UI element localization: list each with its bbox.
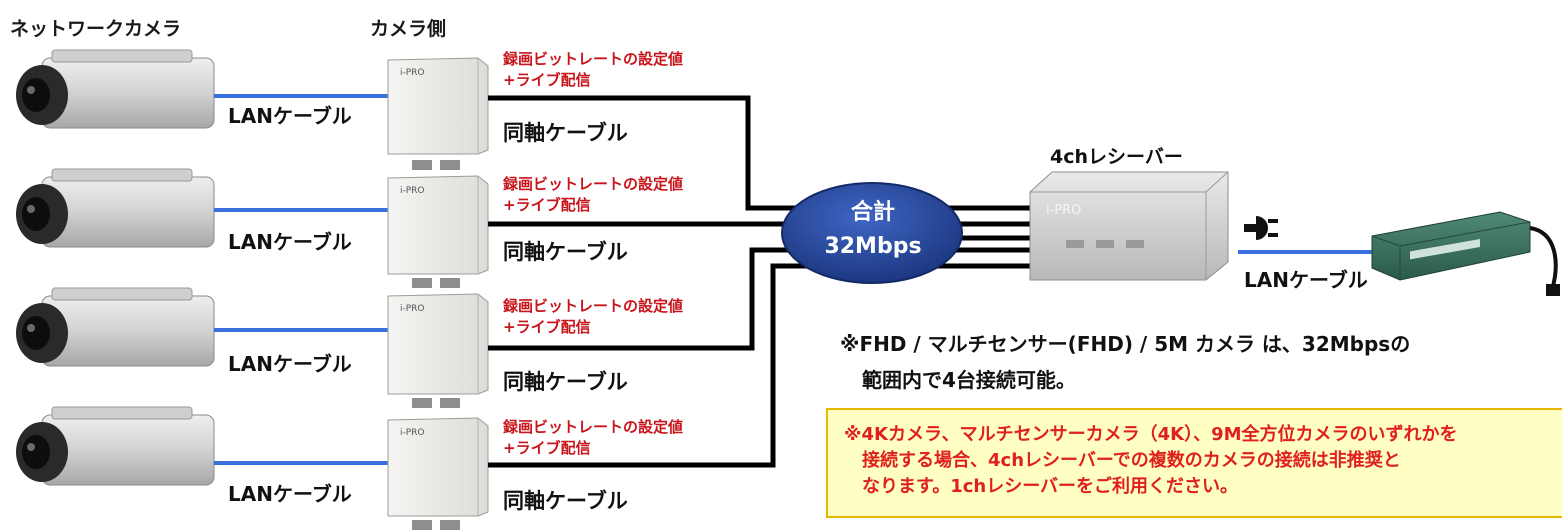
total-bandwidth-label: 合計 32Mbps bbox=[798, 196, 948, 264]
total-bandwidth-ellipse bbox=[781, 182, 963, 284]
svg-text:i-PRO: i-PRO bbox=[400, 304, 425, 314]
coax-label-4: 同軸ケーブル bbox=[503, 489, 628, 513]
total-value: 32Mbps bbox=[824, 234, 922, 259]
svg-text:i-PRO: i-PRO bbox=[400, 68, 425, 78]
network-camera-4 bbox=[16, 406, 215, 486]
rec-bitrate-label-2: 録画ビットレートの設定値+ライブ配信 bbox=[503, 175, 684, 214]
power-plug-icon bbox=[1244, 216, 1278, 240]
coax-label-1: 同軸ケーブル bbox=[503, 121, 628, 145]
rec-bitrate-label-3: 録画ビットレートの設定値+ライブ配信 bbox=[503, 297, 684, 336]
rec-bitrate-label-4: 録画ビットレートの設定値+ライブ配信 bbox=[503, 418, 684, 457]
header-network-camera: ネットワークカメラ bbox=[10, 18, 182, 40]
total-title: 合計 bbox=[850, 200, 895, 225]
network-camera-1 bbox=[16, 49, 215, 129]
rec-bitrate-label-1: 録画ビットレートの設定値+ライブ配信 bbox=[503, 50, 684, 89]
camera-row-4: i-PRO bbox=[16, 263, 1030, 530]
encoder-1: i-PRO bbox=[387, 57, 489, 170]
fhd-note-line1: ※FHD / マルチセンサー(FHD) / 5M カメラ は、32Mbpsの bbox=[840, 332, 1411, 356]
network-camera-2 bbox=[16, 168, 215, 248]
lan-label-1: LANケーブル bbox=[228, 104, 352, 128]
warning-box: ※4Kカメラ、マルチセンサーカメラ（4K）、9M全方位カメラのいずれかを 接続す… bbox=[826, 408, 1562, 518]
camera-row-3: i-PRO bbox=[16, 247, 1030, 408]
svg-text:i-PRO: i-PRO bbox=[400, 186, 425, 196]
encoder-4: i-PRO bbox=[387, 417, 489, 530]
lan-label-2: LANケーブル bbox=[228, 230, 352, 254]
receiver-4ch: i-PRO bbox=[1029, 171, 1229, 281]
warning-text: ※4Kカメラ、マルチセンサーカメラ（4K）、9M全方位カメラのいずれかを 接続す… bbox=[844, 424, 1458, 497]
network-switch bbox=[1371, 211, 1560, 296]
fhd-note-line2: 範囲内で4台接続可能。 bbox=[862, 368, 1076, 392]
coax-label-2: 同軸ケーブル bbox=[503, 240, 628, 264]
network-camera-3 bbox=[16, 287, 215, 367]
encoder-3: i-PRO bbox=[387, 293, 489, 408]
encoder-2: i-PRO bbox=[387, 175, 489, 288]
coax-label-3: 同軸ケーブル bbox=[503, 370, 628, 394]
fhd-note: ※FHD / マルチセンサー(FHD) / 5M カメラ は、32Mbpsの 範… bbox=[840, 326, 1410, 398]
lan-label-4: LANケーブル bbox=[228, 482, 352, 506]
camera-row-2: i-PRO bbox=[16, 168, 1030, 288]
receiver-label: 4chレシーバー bbox=[1050, 146, 1183, 168]
svg-text:i-PRO: i-PRO bbox=[400, 428, 425, 438]
lan-label-3: LANケーブル bbox=[228, 352, 352, 376]
svg-text:i-PRO: i-PRO bbox=[1046, 203, 1081, 218]
lan-label-switch: LANケーブル bbox=[1244, 268, 1368, 292]
header-camera-side: カメラ側 bbox=[370, 18, 447, 40]
